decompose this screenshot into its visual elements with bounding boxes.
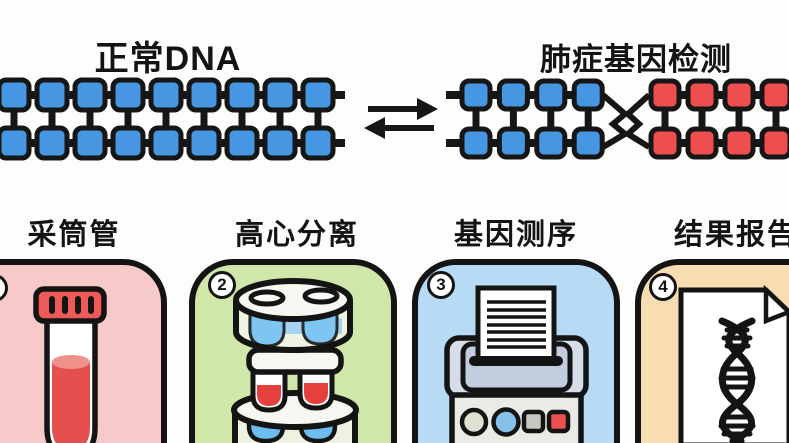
step-title-report: 结果报告 xyxy=(673,219,789,251)
step-number-badge: 2 xyxy=(208,271,236,299)
dna-ladder-mutant-blue xyxy=(446,78,605,160)
dna-break-icon xyxy=(601,92,652,150)
dna-ladder-normal xyxy=(0,77,345,161)
equilibrium-arrows-icon xyxy=(364,98,438,139)
gene-test-title: 肺症基因检测 xyxy=(540,42,732,77)
normal-dna-title: 正常DNA xyxy=(94,40,242,78)
step-title-collection: 采筒管 xyxy=(27,219,121,251)
step-title-centrifuge: 高心分离 xyxy=(234,219,359,251)
dna-helix-icon xyxy=(718,317,756,443)
report-icon xyxy=(678,285,789,443)
step-number-badge: 3 xyxy=(427,271,455,299)
centrifuge-icon xyxy=(231,278,359,443)
sequencer-icon xyxy=(444,285,589,443)
dna-ladder-mutant-red xyxy=(648,78,789,160)
blood-tube-icon xyxy=(33,286,107,443)
printout-lines xyxy=(487,300,546,349)
step-number-badge: 4 xyxy=(649,273,677,301)
dna-ladders-graphic xyxy=(0,77,789,161)
step-title-sequencing: 基因测序 xyxy=(453,219,578,251)
